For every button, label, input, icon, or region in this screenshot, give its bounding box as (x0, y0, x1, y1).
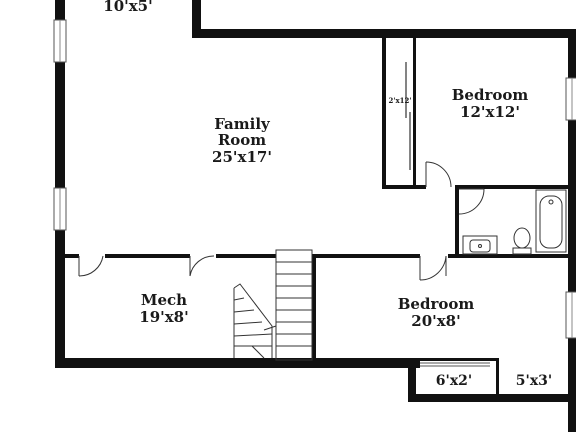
stairs (233, 249, 313, 361)
top-right-wall-stub (192, 0, 201, 38)
upper-bedroom-name: Bedroom (452, 86, 529, 104)
upper-bedroom-bottom-wall-left (382, 185, 426, 189)
window-right-upper (565, 77, 576, 121)
top-right-exterior-wall (192, 29, 576, 38)
lower-closet-dims: 6'x2' (436, 373, 472, 389)
mech-room-name: Mech (141, 291, 187, 309)
mech-room-dims: 19'x8' (139, 308, 188, 326)
upper-bedroom-left-wall (382, 38, 386, 188)
left-exterior-wall (55, 0, 65, 368)
family-room-top-wall (55, 0, 61, 12)
upper-closet-dims: 2'x12' (388, 96, 411, 105)
top-left-room-dims: 10'x5' (103, 0, 152, 15)
closet-notch-wall-left (408, 358, 416, 402)
mech-right-wall (312, 254, 316, 358)
closet-lower-top-wall (416, 358, 496, 361)
upper-bedroom-bottom-wall-right (455, 185, 568, 189)
interior-walls (65, 38, 568, 398)
door-swings (78, 161, 485, 281)
mid-wall-center (105, 254, 190, 258)
upper-bedroom-dims: 12'x12' (460, 103, 520, 121)
bottom-right-exterior-wall (408, 394, 576, 402)
lower-bedroom-top-wall-left (312, 254, 420, 258)
closet-sliding-door (405, 62, 411, 170)
family-room-name-line2: Room (218, 131, 266, 149)
right-exterior-wall (568, 29, 576, 432)
bottom-left-exterior-wall (55, 358, 420, 368)
bathtub (535, 189, 567, 253)
lower-bedroom-dims: 20'x8' (411, 312, 460, 330)
toilet-bowl (513, 227, 531, 249)
family-room-dims: 25'x17' (212, 148, 272, 166)
small-room-left-wall (496, 358, 499, 398)
mid-wall-left (65, 254, 79, 258)
windows (53, 19, 576, 339)
toilet-tank (512, 247, 532, 255)
mid-wall-right (216, 254, 276, 258)
bath-left-wall (455, 185, 459, 255)
family-room-name-line1: Family (214, 115, 271, 133)
exterior-walls (55, 0, 576, 432)
small-room-dims: 5'x3' (516, 373, 552, 389)
lower-closet-rod (420, 362, 490, 367)
sink-vanity (462, 235, 498, 255)
lower-bedroom-top-wall-right (448, 254, 568, 258)
closet-divider-wall (413, 38, 416, 188)
bathroom-fixtures (462, 189, 567, 255)
lower-bedroom-name: Bedroom (398, 295, 475, 313)
window-right-lower (565, 291, 576, 339)
